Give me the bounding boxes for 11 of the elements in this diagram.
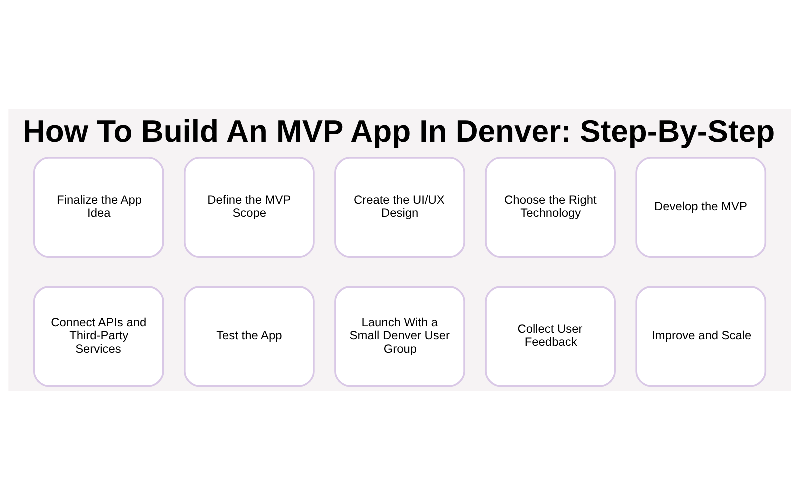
node-box: Finalize the App Idea — [33, 157, 164, 258]
diagram-title: How To Build An MVP App In Denver: Step-By-Step — [23, 114, 776, 150]
node-box: Connect APIs and Third-Party Services — [33, 286, 164, 388]
node-box: Develop the MVP — [636, 157, 767, 258]
node-box: Collect User Feedback — [485, 286, 616, 388]
node-box: Launch With a Small Denver User Group — [334, 286, 466, 388]
node-box: Create the UI/UX Design — [334, 157, 466, 258]
node-box: Test the App — [184, 286, 315, 388]
node-box: Define the MVP Scope — [184, 157, 315, 258]
node-box: Choose the Right Technology — [485, 157, 616, 258]
node-box: Improve and Scale — [636, 286, 767, 388]
